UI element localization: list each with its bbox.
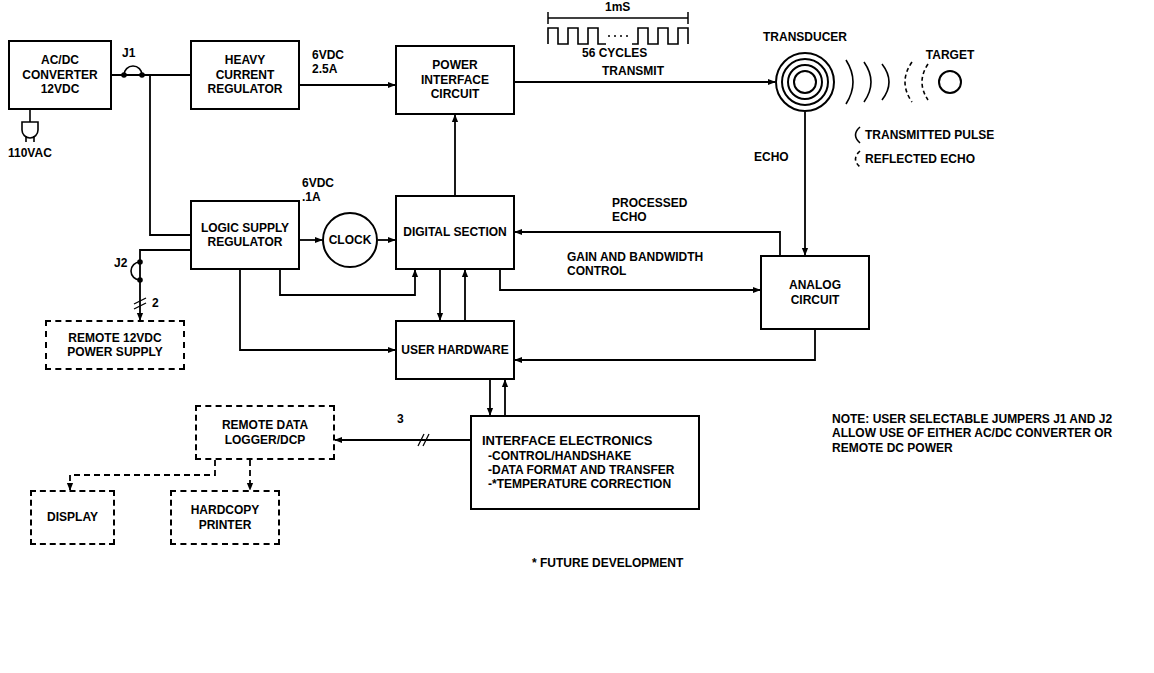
signal-line <box>504 380 506 415</box>
circuit-box: ANALOG CIRCUIT <box>760 255 870 330</box>
signal-line <box>464 270 466 320</box>
dimension: 1mS <box>603 0 632 14</box>
node-label: REMOTE DATA LOGGER/DCP <box>201 418 329 447</box>
pulse-train <box>548 28 688 44</box>
signal-line <box>112 75 190 235</box>
section-box: DIGITAL SECTION <box>395 195 515 270</box>
signal-line <box>70 460 215 490</box>
supply-label: 110VAC <box>6 146 54 160</box>
signal-label: 6VDC .1A <box>300 176 344 205</box>
legend-text: REFLECTED ECHO <box>865 152 975 166</box>
target-symbol: TARGET <box>938 70 962 94</box>
feature-item: -*TEMPERATURE CORRECTION <box>482 477 671 491</box>
node-label: TRANSDUCER <box>763 30 847 44</box>
signal-label: PROCESSED ECHO <box>610 196 704 225</box>
feature-item: -DATA FORMAT AND TRANSFER <box>482 463 674 477</box>
node-label: ANALOG CIRCUIT <box>766 278 864 307</box>
jumper-name: J2 <box>112 256 129 270</box>
signal-label: 6VDC 2.5A <box>310 48 362 77</box>
signal-label: 3 <box>395 412 419 426</box>
note: NOTE: USER SELECTABLE JUMPERS J1 AND J2 … <box>830 412 1144 455</box>
jumper-name: J1 <box>120 46 137 60</box>
signal-line <box>300 239 322 241</box>
dimension: 56 CYCLES <box>580 46 649 60</box>
optional-box: REMOTE 12VDC POWER SUPPLY <box>45 320 185 370</box>
node-label: CLOCK <box>329 233 372 247</box>
optional-box: HARDCOPY PRINTER <box>170 490 280 545</box>
signal-line <box>240 270 395 350</box>
legend-entry: TRANSMITTED PULSE <box>850 126 994 144</box>
legend-sample <box>850 126 862 144</box>
node-label: AC/DC CONVERTER 12VDC <box>14 53 106 96</box>
node-label: LOGIC SUPPLY REGULATOR <box>196 221 294 250</box>
electronics-box: INTERFACE ELECTRONICS-CONTROL/HANDSHAKE-… <box>470 415 700 510</box>
footnote: * FUTURE DEVELOPMENT <box>530 556 685 570</box>
signal-line <box>249 460 251 490</box>
node-label: POWER INTERFACE CIRCUIT <box>401 58 509 101</box>
converter-box: AC/DC CONVERTER 12VDC <box>8 40 112 110</box>
node-label: HARDCOPY PRINTER <box>176 503 274 532</box>
transducer-drawing <box>775 52 835 112</box>
regulator-box: HEAVY CURRENT REGULATOR <box>190 40 300 110</box>
legend-entry: REFLECTED ECHO <box>850 150 975 168</box>
node-label: USER HARDWARE <box>401 343 508 357</box>
circuit-box: POWER INTERFACE CIRCUIT <box>395 45 515 115</box>
signal-line <box>140 250 190 320</box>
node-label: HEAVY CURRENT REGULATOR <box>196 53 294 96</box>
signal-label: 2 <box>150 296 174 310</box>
transducer-symbol: TRANSDUCER <box>775 52 835 112</box>
signal-line <box>454 115 456 195</box>
node-label: REMOTE 12VDC POWER SUPPLY <box>51 331 179 360</box>
pulse-dots <box>608 35 630 37</box>
signal-line <box>489 380 491 415</box>
signal-label: GAIN AND BANDWIDTH CONTROL <box>565 250 729 279</box>
feature-item: -CONTROL/HANDSHAKE <box>482 449 631 463</box>
signal-line <box>439 270 441 320</box>
hardware-box: USER HARDWARE <box>395 320 515 380</box>
node-label: INTERFACE ELECTRONICS <box>482 433 652 449</box>
legend-sample <box>850 150 862 168</box>
signal-label: TRANSMIT <box>600 64 684 78</box>
signal-line <box>300 84 395 86</box>
node-label: DIGITAL SECTION <box>403 225 507 239</box>
node-label: DISPLAY <box>47 510 98 524</box>
signal-line <box>515 81 775 83</box>
regulator-box: LOGIC SUPPLY REGULATOR <box>190 200 300 270</box>
signal-label: ECHO <box>752 150 800 164</box>
optional-box: REMOTE DATA LOGGER/DCP <box>195 405 335 460</box>
sound-waves <box>846 60 928 104</box>
signal-line <box>280 270 415 295</box>
signal-line <box>804 112 806 255</box>
ac-plug <box>22 110 38 142</box>
signal-line <box>378 239 395 241</box>
node-label: TARGET <box>926 48 974 62</box>
signal-line <box>335 439 470 441</box>
optional-box: DISPLAY <box>30 490 115 545</box>
legend-text: TRANSMITTED PULSE <box>865 128 994 142</box>
signal-line <box>515 330 815 360</box>
target-drawing <box>938 70 962 94</box>
clock-circle: CLOCK <box>322 212 378 268</box>
